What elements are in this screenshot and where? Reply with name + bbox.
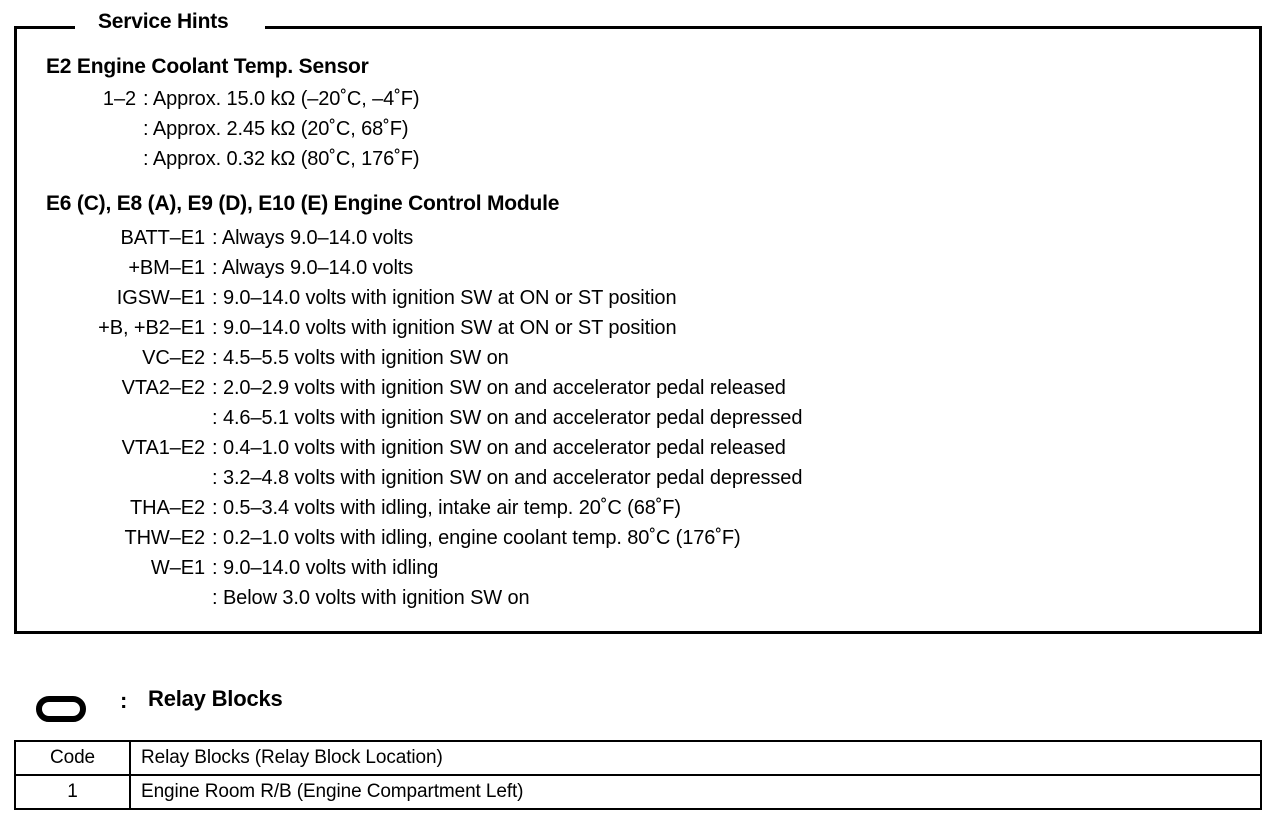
spec-colon: :	[212, 527, 218, 549]
spec-colon: :	[212, 317, 218, 339]
spec-text: Approx. 2.45 kΩ (20˚C, 68˚F)	[152, 118, 409, 140]
relay-block-symbol-icon	[36, 696, 86, 722]
spec-value: : Approx. 2.45 kΩ (20˚C, 68˚F)	[143, 118, 409, 140]
spec-text: Always 9.0–14.0 volts	[221, 257, 414, 279]
spec-value: : 9.0–14.0 volts with ignition SW at ON …	[212, 317, 677, 339]
spec-colon: :	[212, 287, 218, 309]
panel-top-border-right	[265, 26, 1262, 29]
spec-value: : Below 3.0 volts with ignition SW on	[212, 587, 530, 609]
spec-row: +BM–E1 : Always 9.0–14.0 volts	[128, 257, 413, 280]
relay-blocks-legend: : Relay Blocks	[14, 686, 414, 730]
spec-colon: :	[212, 347, 218, 369]
table-row: 1 Engine Room R/B (Engine Compartment Le…	[14, 774, 1262, 810]
spec-colon: :	[212, 257, 218, 279]
spec-value: : 9.0–14.0 volts with idling	[212, 557, 438, 579]
spec-text: 4.5–5.5 volts with ignition SW on	[222, 347, 509, 369]
spec-value: : Always 9.0–14.0 volts	[212, 257, 413, 279]
panel-top-border-left	[14, 26, 75, 29]
spec-colon: :	[212, 377, 218, 399]
spec-row: THA–E2 : 0.5–3.4 volts with idling, inta…	[130, 497, 681, 520]
spec-row: THW–E2 : 0.2–1.0 volts with idling, engi…	[124, 527, 741, 550]
relay-legend-title: Relay Blocks	[148, 686, 283, 711]
table-header-code: Code	[14, 740, 131, 776]
spec-colon: :	[212, 497, 218, 519]
spec-colon: :	[212, 467, 218, 489]
spec-label: THA–E2	[130, 497, 205, 519]
spec-row: VTA2–E2 : 2.0–2.9 volts with ignition SW…	[122, 377, 786, 400]
spec-row: : Below 3.0 volts with ignition SW on	[212, 587, 530, 610]
spec-colon: :	[143, 148, 149, 170]
spec-row: VC–E2 : 4.5–5.5 volts with ignition SW o…	[142, 347, 509, 370]
spec-label: VC–E2	[142, 347, 205, 369]
spec-value: : 2.0–2.9 volts with ignition SW on and …	[212, 377, 786, 399]
spec-label: W–E1	[150, 557, 205, 579]
spec-label: +B, +B2–E1	[98, 317, 205, 339]
spec-value: : 0.5–3.4 volts with idling, intake air …	[212, 497, 681, 519]
spec-value: : 4.5–5.5 volts with ignition SW on	[212, 347, 509, 369]
spec-value: : Always 9.0–14.0 volts	[212, 227, 413, 249]
spec-colon: :	[212, 437, 218, 459]
spec-row: IGSW–E1 : 9.0–14.0 volts with ignition S…	[117, 287, 677, 310]
spec-text: 9.0–14.0 volts with idling	[222, 557, 439, 579]
spec-label: THW–E2	[124, 527, 205, 549]
spec-value: : 3.2–4.8 volts with ignition SW on and …	[212, 467, 802, 489]
spec-row: 1–2 : Approx. 15.0 kΩ (–20˚C, –4˚F)	[103, 88, 420, 111]
spec-text: 9.0–14.0 volts with ignition SW at ON or…	[222, 287, 677, 309]
spec-text: 4.6–5.1 volts with ignition SW on and ac…	[222, 407, 803, 429]
spec-text: 0.5–3.4 volts with idling, intake air te…	[222, 497, 681, 519]
spec-colon: :	[212, 227, 218, 249]
spec-row: W–E1 : 9.0–14.0 volts with idling	[151, 557, 438, 580]
spec-row: : Approx. 0.32 kΩ (80˚C, 176˚F)	[143, 148, 420, 171]
spec-row: VTA1–E2 : 0.4–1.0 volts with ignition SW…	[122, 437, 786, 460]
spec-text: 3.2–4.8 volts with ignition SW on and ac…	[222, 467, 803, 489]
spec-text: 2.0–2.9 volts with ignition SW on and ac…	[222, 377, 786, 399]
spec-value: : Approx. 15.0 kΩ (–20˚C, –4˚F)	[143, 88, 420, 110]
spec-colon: :	[143, 88, 149, 110]
spec-text: 0.4–1.0 volts with ignition SW on and ac…	[222, 437, 786, 459]
spec-colon: :	[212, 407, 218, 429]
spec-row: +B, +B2–E1 : 9.0–14.0 volts with ignitio…	[98, 317, 677, 340]
spec-label: +BM–E1	[128, 257, 205, 279]
spec-value: : 0.4–1.0 volts with ignition SW on and …	[212, 437, 786, 459]
spec-label: VTA2–E2	[121, 377, 206, 399]
spec-colon: :	[212, 587, 218, 609]
spec-colon: :	[143, 118, 149, 140]
spec-value: : Approx. 0.32 kΩ (80˚C, 176˚F)	[143, 148, 420, 170]
table-cell-code: 1	[14, 774, 131, 810]
relay-legend-colon: :	[120, 688, 128, 713]
panel-caption: Service Hints	[98, 10, 229, 33]
table-cell-description: Engine Room R/B (Engine Compartment Left…	[129, 774, 1262, 810]
relay-blocks-table: Code Relay Blocks (Relay Block Location)…	[14, 740, 1262, 810]
section-heading-e2: E2 Engine Coolant Temp. Sensor	[46, 55, 369, 78]
spec-text: Below 3.0 volts with ignition SW on	[222, 587, 530, 609]
spec-label: 1–2	[102, 88, 136, 110]
spec-label: IGSW–E1	[116, 287, 205, 309]
spec-label: VTA1–E2	[121, 437, 206, 459]
table-header-description: Relay Blocks (Relay Block Location)	[129, 740, 1262, 776]
spec-label: BATT–E1	[120, 227, 205, 249]
spec-text: Approx. 0.32 kΩ (80˚C, 176˚F)	[152, 148, 420, 170]
spec-row: : Approx. 2.45 kΩ (20˚C, 68˚F)	[143, 118, 409, 141]
spec-colon: :	[212, 557, 218, 579]
spec-row: : 4.6–5.1 volts with ignition SW on and …	[212, 407, 802, 430]
spec-text: Approx. 15.0 kΩ (–20˚C, –4˚F)	[152, 88, 420, 110]
spec-text: 0.2–1.0 volts with idling, engine coolan…	[222, 527, 741, 549]
spec-value: : 4.6–5.1 volts with ignition SW on and …	[212, 407, 802, 429]
spec-row: : 3.2–4.8 volts with ignition SW on and …	[212, 467, 802, 490]
spec-value: : 9.0–14.0 volts with ignition SW at ON …	[212, 287, 677, 309]
spec-row: BATT–E1 : Always 9.0–14.0 volts	[120, 227, 413, 250]
spec-text: 9.0–14.0 volts with ignition SW at ON or…	[222, 317, 677, 339]
spec-value: : 0.2–1.0 volts with idling, engine cool…	[212, 527, 741, 549]
spec-text: Always 9.0–14.0 volts	[221, 227, 414, 249]
section-heading-ecm: E6 (C), E8 (A), E9 (D), E10 (E) Engine C…	[46, 192, 560, 215]
service-hints-panel	[14, 26, 1262, 634]
table-header-row: Code Relay Blocks (Relay Block Location)	[14, 740, 1262, 776]
